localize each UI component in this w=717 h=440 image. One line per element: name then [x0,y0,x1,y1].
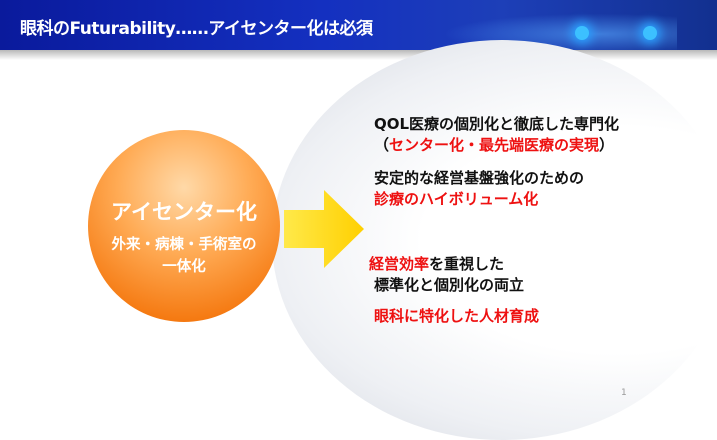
eye-center-circle: アイセンター化 外来・病棟・手術室の一体化 [88,130,280,322]
arrow-right-icon [284,190,364,268]
center-line2: 一体化 [162,259,206,275]
paren-open: （ [374,136,390,154]
header-shadow [0,50,717,60]
point-3-line1: 経営効率を重視した [369,253,504,274]
point-3-rest: を重視した [429,255,505,273]
point-2-line1: 安定的な経営基盤強化のための [374,169,585,187]
point-3-highlight: 経営効率 [369,255,430,273]
point-4-highlight: 眼科に特化した人材育成 [374,307,540,325]
eye-light-icon [575,26,589,40]
paren-close: ） [599,136,615,154]
point-1-line1: QOL医療の個別化と徹底した専門化 [374,115,620,133]
point-1-highlight: センター化・最先端医療の実現 [389,136,600,154]
center-title: アイセンター化 [111,200,257,224]
slide-title: 眼科のFuturability……アイセンター化は必須 [20,19,373,39]
page-number: 1 [621,388,627,398]
header-banner: 眼科のFuturability……アイセンター化は必須 [0,0,717,50]
center-line1: 外来・病棟・手術室の [111,237,257,253]
point-2-highlight: 診療のハイボリューム化 [374,190,539,208]
point-3-line2: 標準化と個別化の両立 [374,276,525,294]
eye-light-icon [643,26,657,40]
point-1-line2: （センター化・最先端医療の実現） [374,134,614,155]
